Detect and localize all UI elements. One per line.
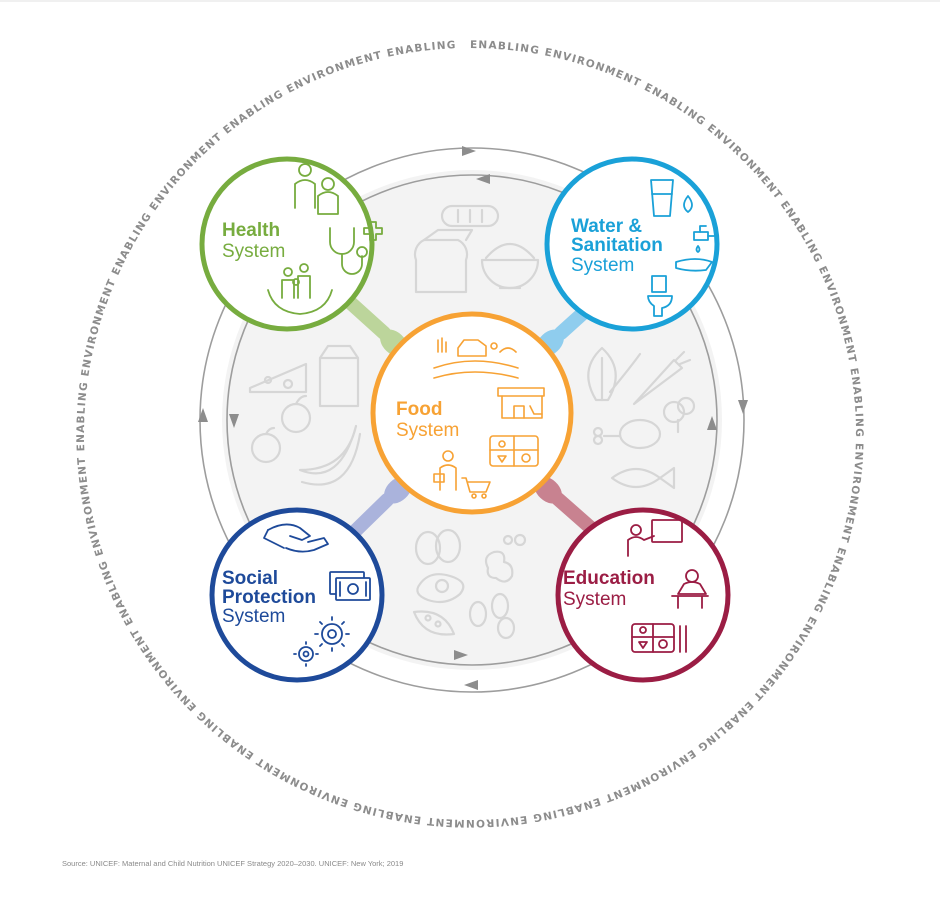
farm-icon xyxy=(433,337,519,379)
food-icons xyxy=(433,337,545,499)
gears-icon xyxy=(293,616,350,667)
hand-washing-icon xyxy=(675,258,713,272)
education-system-circle: Education System xyxy=(555,507,731,683)
fish-icon xyxy=(610,466,676,490)
education-system-title: Education xyxy=(563,568,655,589)
arrow-left-up xyxy=(198,408,208,422)
faucet-icon xyxy=(693,225,715,253)
education-system-subtitle: System xyxy=(563,589,626,610)
teacher-at-board-icon xyxy=(627,519,683,557)
shopper-with-cart-icon xyxy=(433,450,491,499)
arrow-bottom-left xyxy=(464,680,478,690)
health-system-subtitle: System xyxy=(222,241,285,262)
bread-slice-icon xyxy=(413,228,474,294)
arrow-top-left xyxy=(476,174,490,184)
food-system-subtitle: System xyxy=(396,420,459,441)
arrow-left-down xyxy=(229,414,239,428)
water-glass-icon xyxy=(650,179,674,217)
inner-flow-ring xyxy=(226,174,718,666)
source-citation: Source: UNICEF: Maternal and Child Nutri… xyxy=(62,859,404,868)
food-system-title: Food xyxy=(396,399,442,420)
arrow-right-down xyxy=(738,400,748,414)
arrow-bottom-right xyxy=(454,650,468,660)
stethoscope-icon xyxy=(329,227,368,275)
water-system-title: Water & xyxy=(571,216,642,237)
peanuts-icon xyxy=(484,533,527,583)
social-system-title-2: Protection xyxy=(222,587,316,608)
medical-cross-icon xyxy=(363,221,383,241)
broccoli-icon xyxy=(662,396,696,434)
social-system-subtitle: System xyxy=(222,606,285,627)
milk-carton-icon xyxy=(318,344,360,408)
leafy-greens-icon xyxy=(587,346,642,402)
peas-icon xyxy=(412,610,456,636)
carrot-icon xyxy=(632,350,692,406)
bread-loaf-icon xyxy=(440,204,500,228)
meat-leg-icon xyxy=(592,418,662,450)
water-drop-icon xyxy=(683,195,693,213)
school-meal-tray-icon xyxy=(489,435,539,467)
helping-hands-icon xyxy=(263,523,329,553)
health-icons xyxy=(267,163,383,315)
health-system-circle: Health System xyxy=(199,156,383,332)
arrow-top-right xyxy=(462,146,476,156)
social-system-title: Social xyxy=(222,568,278,589)
social-icons xyxy=(263,523,371,667)
water-system-subtitle: System xyxy=(571,255,634,276)
arrow-right-up xyxy=(707,416,717,430)
nurse-with-child-icon xyxy=(294,163,339,215)
education-icons xyxy=(627,519,709,653)
toilet-icon xyxy=(647,275,673,317)
water-system-title-2: Sanitation xyxy=(571,235,663,256)
cash-bills-icon xyxy=(329,571,371,601)
banana-icon xyxy=(298,424,362,486)
food-system-circle: Food System xyxy=(370,311,574,515)
top-border xyxy=(0,0,940,2)
eggs-icon xyxy=(414,528,462,566)
market-stall-icon xyxy=(497,387,545,419)
rice-bowl-icon xyxy=(480,243,540,290)
water-icons xyxy=(647,179,715,317)
meal-tray-icon xyxy=(631,623,687,653)
health-system-title: Health xyxy=(222,220,280,241)
social-protection-system-circle: Social Protection System xyxy=(209,507,385,683)
apple-icon xyxy=(250,394,312,464)
fried-egg-icon xyxy=(416,573,465,604)
student-reading-icon xyxy=(671,569,709,609)
background-food-icons xyxy=(248,204,696,640)
beans-icon xyxy=(468,592,516,640)
cheese-icon xyxy=(248,362,308,394)
water-sanitation-system-circle: Water & Sanitation System xyxy=(544,156,720,332)
family-care-icon xyxy=(267,263,333,315)
flow-arrows xyxy=(198,146,748,690)
